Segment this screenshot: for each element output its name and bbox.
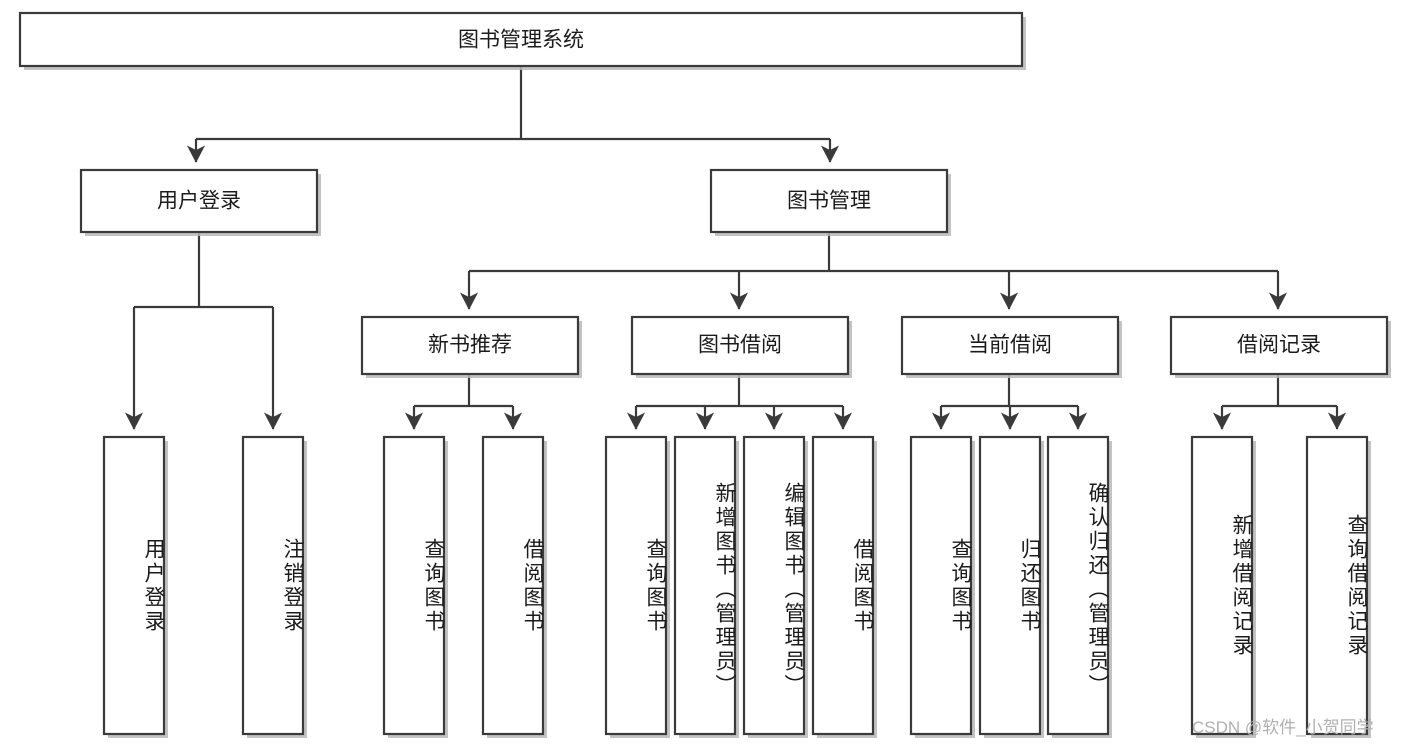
node-root-label: 图书管理系统 [458,29,584,52]
leaf-current-borrow-3[interactable] [1046,435,1112,738]
node-user-login[interactable]: 用户登录 [79,168,321,236]
leaf-book-borrow-3[interactable] [742,435,808,738]
leaf-current-borrow-1[interactable] [909,435,975,738]
node-user-login-label: 用户登录 [157,190,241,213]
leaf-borrow-record-1[interactable] [1190,435,1256,738]
node-borrow-record[interactable]: 借阅记录 [1169,315,1391,378]
node-borrow-record-label: 借阅记录 [1237,334,1321,357]
leaf-new-book-2[interactable] [481,435,547,738]
node-current-borrow-label: 当前借阅 [968,334,1052,357]
node-book-borrow[interactable]: 图书借阅 [630,315,852,378]
node-root[interactable]: 图书管理系统 [18,11,1026,70]
csdn-watermark: CSDN @软件_小贺同学 [1192,718,1374,737]
leaf-book-borrow-4[interactable] [811,435,877,738]
node-book-management[interactable]: 图书管理 [709,168,951,236]
edges-layer [124,66,1347,430]
leaf-new-book-1[interactable] [382,435,448,738]
leaf-book-borrow-2[interactable] [673,435,739,738]
leaf-current-borrow-2[interactable] [978,435,1044,738]
leaf-user-login-1[interactable] [102,435,168,738]
node-new-book-recommend-label: 新书推荐 [428,334,512,357]
node-book-management-label: 图书管理 [787,190,871,213]
leaf-borrow-record-2[interactable] [1305,435,1371,738]
node-book-borrow-label: 图书借阅 [698,334,782,357]
leaf-user-login-2[interactable] [241,435,307,738]
leaf-book-borrow-1[interactable] [604,435,670,738]
node-new-book-recommend[interactable]: 新书推荐 [360,315,582,378]
node-current-borrow[interactable]: 当前借阅 [900,315,1122,378]
